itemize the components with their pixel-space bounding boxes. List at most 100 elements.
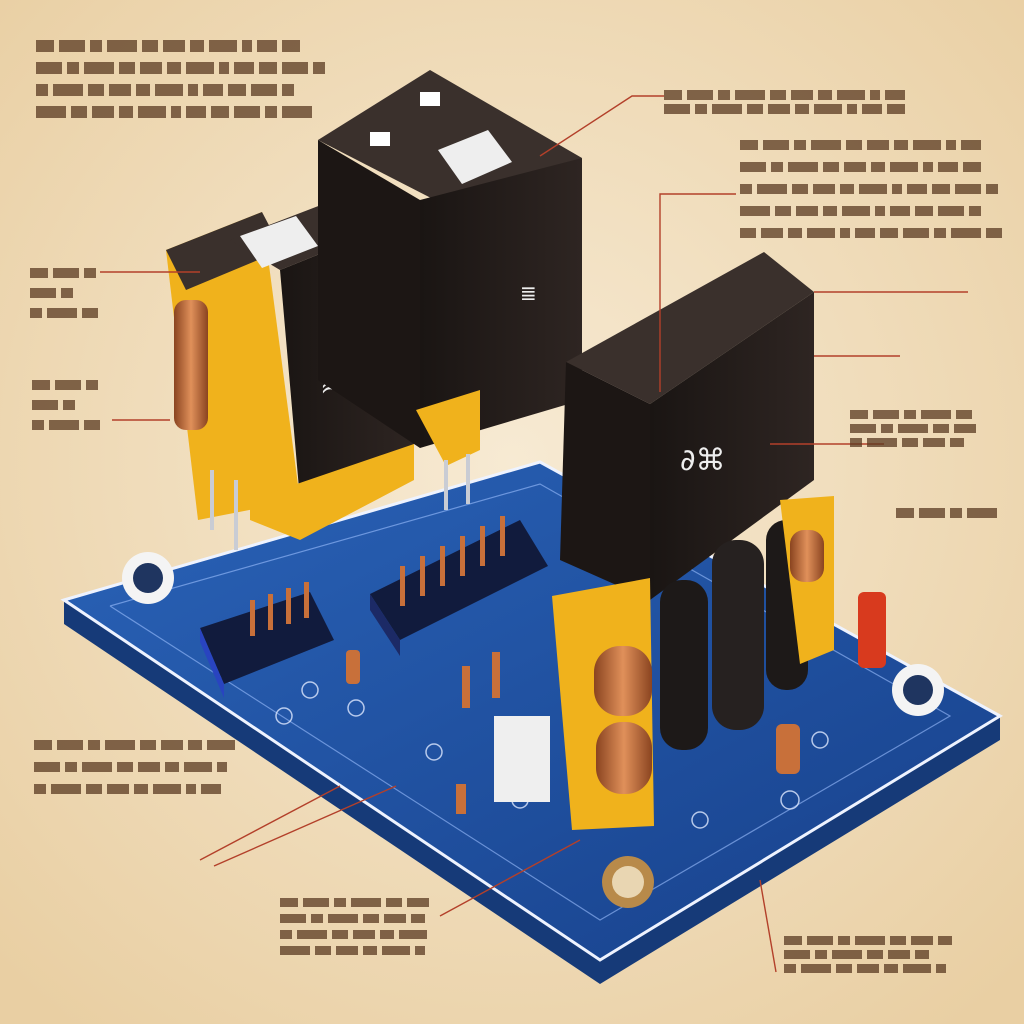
- annotation-glyph: [134, 784, 148, 794]
- annotation-glyph: [862, 104, 882, 114]
- annotation-glyph: [57, 740, 83, 750]
- header-pin: [460, 536, 465, 576]
- annotation-glyph: [90, 40, 102, 52]
- header-pins: [400, 516, 505, 606]
- mounting-holes: [122, 552, 944, 908]
- annotation-glyph: [136, 84, 150, 96]
- annotation-glyph: [217, 762, 227, 772]
- annotation-glyph: [969, 206, 981, 216]
- led-red: [858, 592, 886, 668]
- annotation-glyph: [791, 90, 813, 100]
- annotation-glyph: [763, 140, 789, 150]
- resistor: [456, 784, 466, 814]
- annotation-glyph: [363, 946, 377, 955]
- annotation-glyph: [961, 140, 981, 150]
- annotation-glyph: [251, 84, 277, 96]
- annotation-glyph: [838, 936, 850, 945]
- annotation-glyph: [117, 762, 133, 772]
- annotation-glyph: [161, 740, 183, 750]
- annotation-block-right-lower: [896, 508, 997, 518]
- annotation-glyph: [735, 90, 765, 100]
- annotation-glyph: [867, 950, 883, 959]
- annotation-glyph: [280, 946, 310, 955]
- annotation-glyph: [209, 40, 237, 52]
- annotation-glyph: [788, 228, 802, 238]
- relay-slot: [370, 132, 390, 146]
- relay-body-side: [318, 140, 420, 448]
- annotation-glyph: [873, 410, 899, 419]
- annotation-glyph: [870, 90, 880, 100]
- annotation-glyph: [84, 268, 96, 278]
- annotation-glyph: [297, 930, 327, 939]
- annotation-glyph: [850, 410, 868, 419]
- annotation-glyph: [823, 206, 837, 216]
- annotation-glyph: [109, 84, 131, 96]
- annotation-glyph: [228, 84, 246, 96]
- solder-pad: [275, 707, 293, 725]
- relay-bobbin: [166, 212, 300, 520]
- annotation-glyph: [84, 62, 114, 74]
- annotation-glyph: [280, 898, 298, 907]
- annotation-glyph: [881, 424, 893, 433]
- relay-coil: [174, 300, 208, 430]
- annotation-glyph: [823, 162, 839, 172]
- annotation-glyph: [142, 40, 158, 52]
- solder-pad: [811, 731, 829, 749]
- annotation-glyph: [382, 946, 410, 955]
- annotation-glyph: [282, 62, 308, 74]
- annotation-glyph: [184, 762, 212, 772]
- annotation-glyph: [234, 62, 254, 74]
- solder-pad: [347, 699, 365, 717]
- relay-base: [416, 390, 480, 466]
- annotation-glyph: [986, 228, 1002, 238]
- annotation-glyph: [219, 62, 229, 74]
- annotation-glyph: [788, 162, 818, 172]
- annotation-glyph: [415, 946, 425, 955]
- annotation-glyph: [795, 104, 809, 114]
- annotation-glyph: [775, 206, 791, 216]
- annotation-glyph: [84, 420, 100, 430]
- annotation-glyph: [836, 964, 852, 973]
- annotation-glyph: [890, 162, 918, 172]
- pin-header-front: [200, 628, 224, 698]
- annotation-glyph: [259, 62, 277, 74]
- annotation-glyph: [140, 740, 156, 750]
- annotation-glyph: [88, 740, 100, 750]
- annotation-glyph: [855, 936, 885, 945]
- header-pin: [286, 588, 291, 624]
- annotation-glyph: [955, 184, 981, 194]
- header-pin: [250, 600, 255, 636]
- annotation-glyph: [384, 914, 406, 923]
- annotation-block-bottom-center: [280, 898, 429, 955]
- annotation-glyph: [138, 762, 160, 772]
- annotation-glyph: [938, 936, 952, 945]
- capacitor: [660, 580, 708, 750]
- annotation-glyph: [855, 228, 875, 238]
- mounting-hole: [133, 563, 163, 593]
- annotation-glyph: [88, 84, 104, 96]
- annotation-glyph: [30, 308, 42, 318]
- annotation-glyph: [757, 184, 787, 194]
- annotation-glyph: [399, 930, 427, 939]
- annotation-glyph: [203, 84, 223, 96]
- header-pin: [420, 556, 425, 596]
- annotation-glyph: [768, 104, 790, 114]
- annotation-glyph: [844, 162, 866, 172]
- annotation-glyph: [201, 784, 221, 794]
- annotation-glyph: [813, 184, 835, 194]
- annotation-glyph: [740, 228, 756, 238]
- annotation-glyph: [892, 184, 902, 194]
- annotation-glyph: [807, 936, 833, 945]
- leader-line: [659, 193, 736, 392]
- annotation-glyph: [903, 964, 931, 973]
- relay-right: ∂⌘: [494, 252, 814, 830]
- annotation-glyph: [171, 106, 181, 118]
- annotation-glyph: [807, 228, 835, 238]
- annotation-glyph: [887, 104, 905, 114]
- annotation-glyph: [967, 508, 997, 518]
- annotation-glyph: [36, 40, 54, 52]
- annotation-glyph: [282, 106, 312, 118]
- annotation-glyph: [740, 162, 766, 172]
- annotation-glyph: [282, 40, 300, 52]
- annotation-glyph: [796, 206, 818, 216]
